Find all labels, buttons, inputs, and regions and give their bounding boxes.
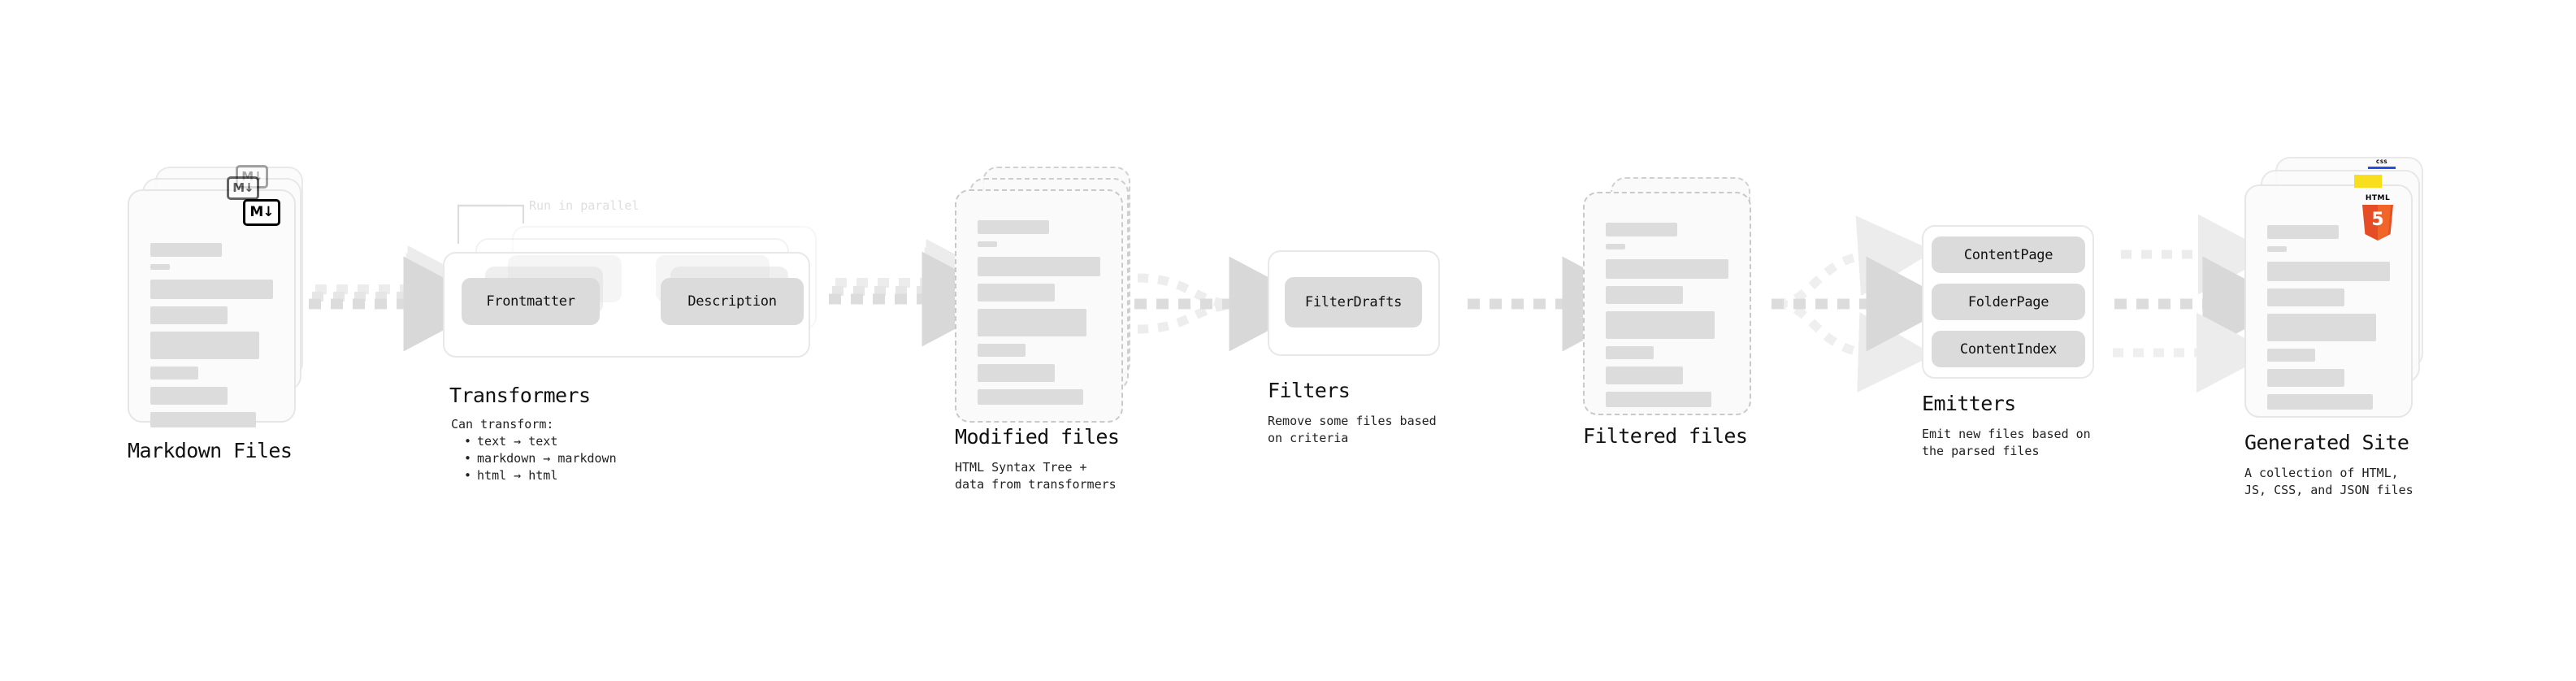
stage-filtered-files — [1583, 177, 1770, 437]
css-icon-bar — [2368, 167, 2396, 169]
transformer-chip-frontmatter[interactable]: Frontmatter — [462, 278, 600, 325]
stage-title-markdown-files: Markdown Files — [128, 439, 293, 462]
html5-icon: HTML 5 — [2362, 194, 2393, 241]
html5-icon-shield-inner — [2378, 205, 2391, 241]
markdown-file-front — [128, 189, 296, 427]
emitters-chip-contentpage-label: ContentPage — [1963, 246, 2053, 263]
css-icon: CSS — [2368, 159, 2396, 169]
stage-desc-generated-site: A collection of HTML, JS, CSS, and JSON … — [2244, 466, 2413, 497]
filtered-file-front — [1583, 192, 1751, 415]
markdown-icon-glyph: M↓ — [249, 204, 274, 220]
markdown-icon: M↓ — [243, 199, 280, 226]
stage-emitters: ContentPage FolderPage ContentIndex — [1922, 225, 2109, 388]
filters-chip-filterdrafts[interactable]: FilterDrafts — [1285, 277, 1422, 327]
emitters-chip-contentpage[interactable]: ContentPage — [1932, 236, 2085, 273]
arrow-emitters-to-site — [2113, 214, 2292, 393]
filters-chip-filterdrafts-label: FilterDrafts — [1304, 294, 1403, 310]
modified-file-front — [955, 189, 1123, 423]
transformer-chip-description-label: Description — [687, 293, 777, 310]
stage-title-generated-site: Generated Site — [2244, 431, 2409, 454]
arrow-filtered-to-emitters — [1772, 215, 1956, 393]
transformers-bullet-0: text → text — [464, 433, 695, 450]
stage-desc-filters: Remove some files based on criteria — [1268, 414, 1437, 445]
stage-desc-transformers: Can transform: text → text markdown → ma… — [451, 416, 695, 484]
transformers-desc-lead: Can transform: — [451, 417, 554, 432]
stage-title-filters: Filters — [1268, 379, 1351, 402]
stage-generated-site: CSS HTML 5 — [2244, 157, 2439, 425]
stage-markdown-files: M↓ M↓ M↓ — [128, 165, 314, 427]
stage-desc-emitters: Emit new files based on the parsed files — [1922, 427, 2091, 458]
stage-title-filtered-files: Filtered files — [1583, 424, 1748, 448]
site-file-placeholder-lines — [2267, 225, 2390, 417]
filtered-file-placeholder-lines — [1606, 223, 1728, 414]
transformers-bullet-2: html → html — [464, 467, 695, 484]
arrow-transformers-to-modified — [829, 239, 1012, 347]
css-icon-label: CSS — [2375, 159, 2388, 165]
run-in-parallel-label: Run in parallel — [529, 198, 640, 213]
stage-filters: FilterDrafts — [1268, 250, 1446, 360]
modified-file-placeholder-lines — [978, 220, 1100, 412]
transformer-chip-frontmatter-label: Frontmatter — [486, 293, 575, 310]
html5-icon-caption: HTML — [2365, 194, 2391, 202]
stage-title-transformers: Transformers — [449, 384, 591, 407]
transformers-bullet-1: markdown → markdown — [464, 450, 695, 467]
arrow-markdown-to-transformers — [309, 245, 493, 352]
emitters-chip-contentindex[interactable]: ContentIndex — [1932, 331, 2085, 367]
js-icon — [2354, 175, 2382, 188]
emitters-chip-folderpage[interactable]: FolderPage — [1932, 284, 2085, 320]
markdown-file-placeholder-lines — [150, 243, 273, 435]
stage-title-emitters: Emitters — [1922, 392, 2016, 415]
stage-modified-files — [955, 167, 1142, 427]
html5-icon-digit: 5 — [2371, 209, 2384, 230]
markdown-icon-back-1: M↓ — [227, 176, 259, 200]
emitters-chip-folderpage-label: FolderPage — [1967, 293, 2049, 310]
emitters-chip-contentindex-label: ContentIndex — [1959, 340, 2058, 358]
transformers-bullet-list: text → text markdown → markdown html → h… — [451, 433, 695, 484]
stage-title-modified-files: Modified files — [955, 425, 1120, 449]
stage-transformers: Frontmatter Description — [443, 207, 825, 362]
stage-desc-modified-files: HTML Syntax Tree + data from transformer… — [955, 460, 1117, 492]
arrow-modified-to-filters — [1134, 256, 1319, 352]
transformer-chip-description[interactable]: Description — [661, 278, 804, 325]
